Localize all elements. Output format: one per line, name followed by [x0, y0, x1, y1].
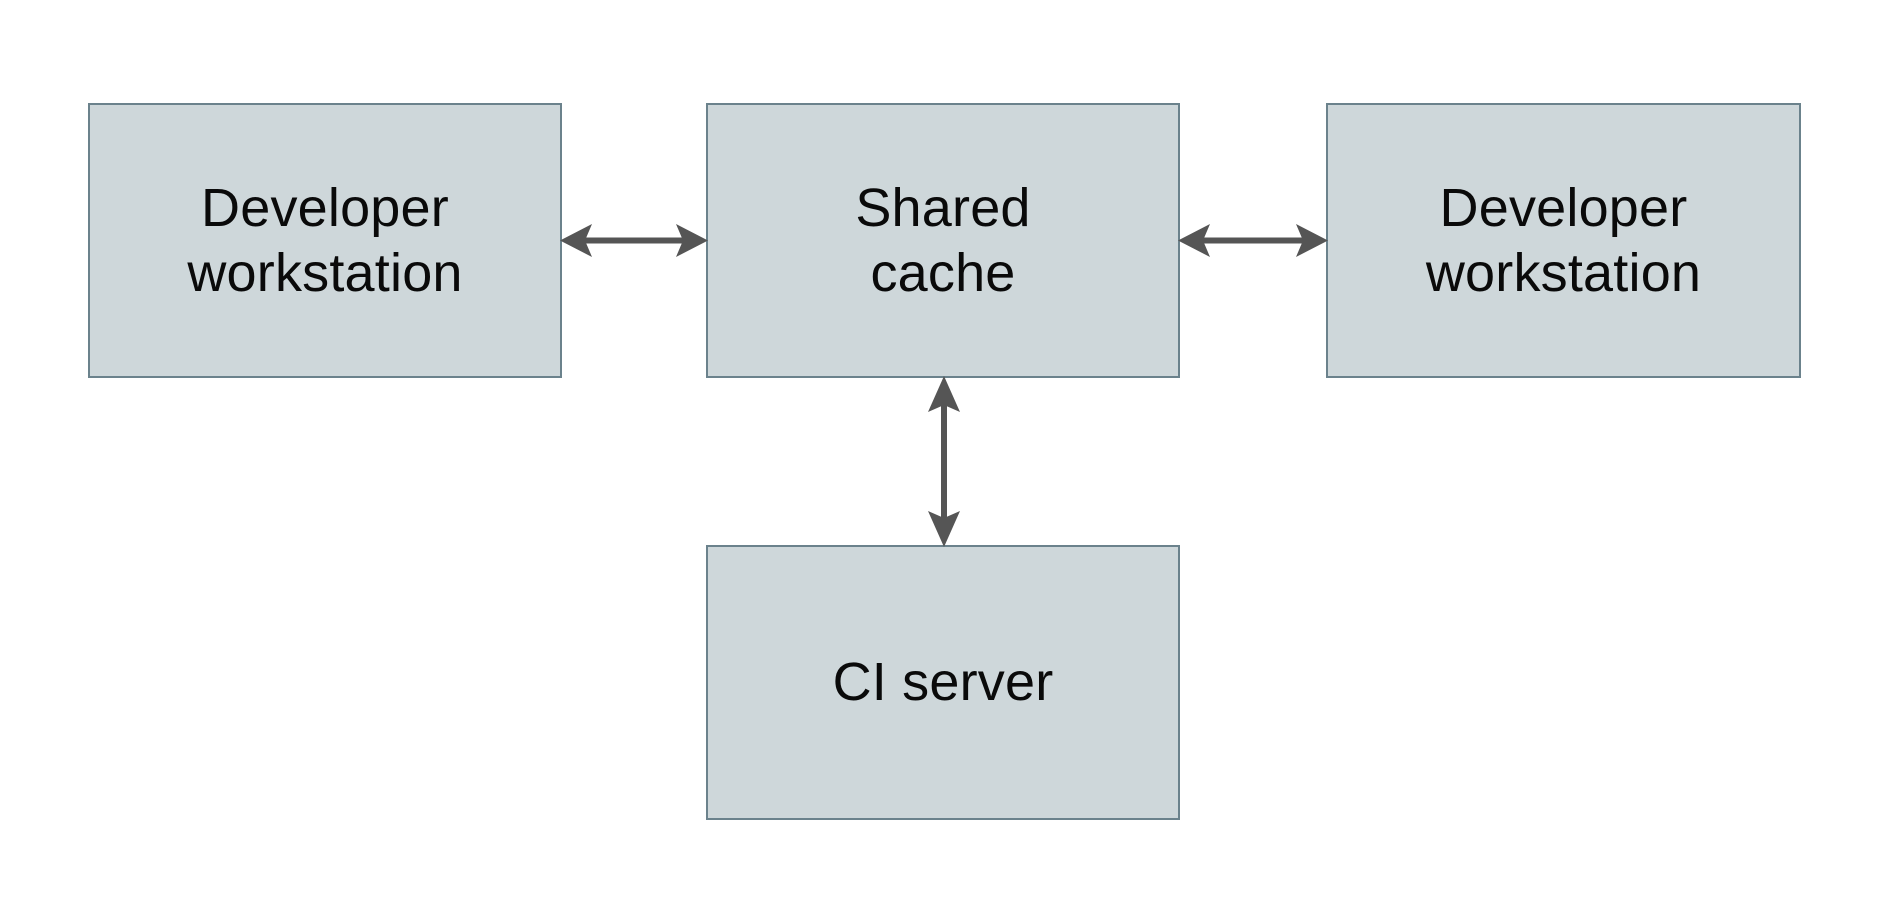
node-ci-server[interactable]: CI server: [706, 545, 1180, 820]
edge-dev-left-to-shared-cache: [558, 212, 710, 270]
edge-shared-cache-to-ci-server: [915, 374, 973, 549]
double-headed-arrow-icon: [928, 376, 960, 547]
double-headed-arrow-icon: [560, 224, 708, 257]
node-label: Shared cache: [855, 177, 1031, 303]
node-shared-cache[interactable]: Shared cache: [706, 103, 1180, 378]
double-headed-arrow-icon: [1178, 224, 1328, 257]
node-label: Developer workstation: [187, 177, 463, 303]
node-developer-workstation-right[interactable]: Developer workstation: [1326, 103, 1801, 378]
node-label: CI server: [832, 652, 1054, 713]
node-label: Developer workstation: [1425, 177, 1702, 303]
node-developer-workstation-left[interactable]: Developer workstation: [88, 103, 562, 378]
edge-shared-cache-to-dev-right: [1176, 212, 1330, 270]
